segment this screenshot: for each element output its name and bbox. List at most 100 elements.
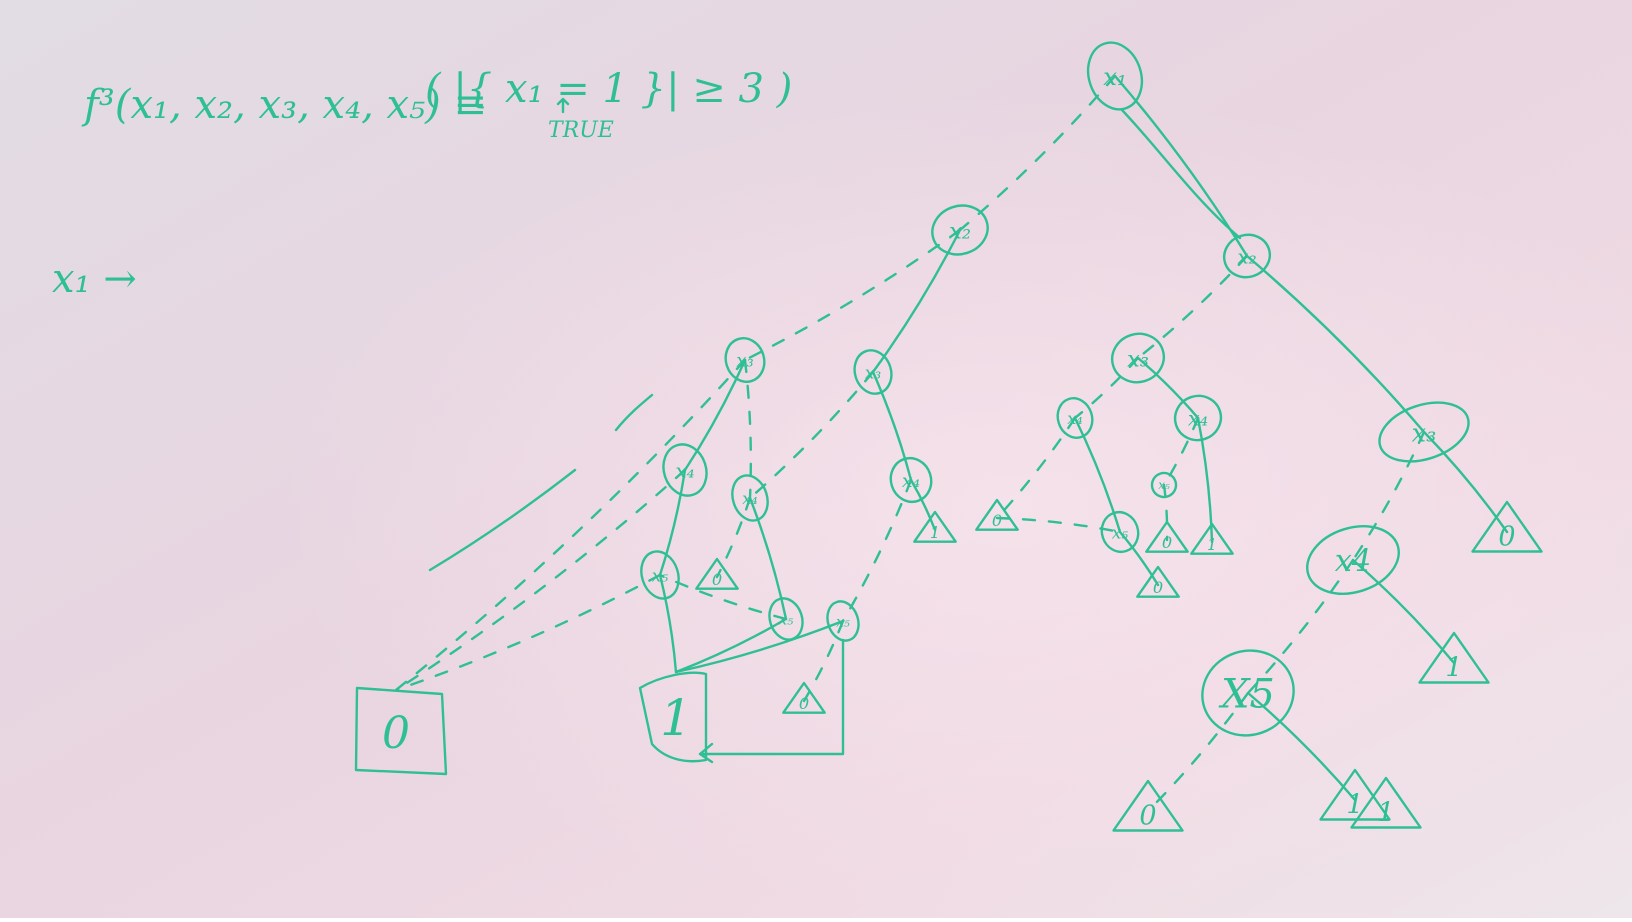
node-l1: x₂ xyxy=(931,204,989,256)
node-label: x₅ xyxy=(779,611,794,629)
node-label: x₁ xyxy=(1103,62,1127,91)
annotation-arrow xyxy=(556,97,570,114)
terminal-leaf-t3: 1 xyxy=(913,510,957,543)
terminal-zero-box: 0 xyxy=(354,686,448,776)
node-outline xyxy=(724,337,766,383)
arrow-into-one-box xyxy=(698,638,845,764)
low-edge-a5-ZERO xyxy=(394,573,662,692)
node-label: x₄ xyxy=(1188,407,1208,431)
node-b5: x₅ xyxy=(826,600,860,642)
side-note: x₁ → xyxy=(52,256,137,302)
terminal-leaf-t9: 1 xyxy=(1418,631,1490,684)
leaf-label: 0 xyxy=(1139,801,1156,832)
low-edge-b5-t2 xyxy=(802,619,845,703)
leaf-label: 1 xyxy=(930,523,940,542)
low-edge-t4-r5a xyxy=(995,516,1122,534)
node-outline xyxy=(1100,510,1140,554)
high-edge-b5-ONE xyxy=(674,619,845,674)
node-label: x₃ xyxy=(1127,346,1149,372)
node-outline xyxy=(1201,649,1295,737)
node-label: x4 xyxy=(1335,544,1371,579)
leaf-label: 0 xyxy=(799,694,809,713)
node-label: x₄ xyxy=(1067,409,1083,428)
high-edge-a4-a5 xyxy=(658,468,687,577)
node-r1: x₂ xyxy=(1222,233,1272,279)
node-outline xyxy=(768,597,804,641)
low-edge-r3-r4a xyxy=(1073,356,1140,420)
high-edge-a-a4 xyxy=(683,358,747,472)
formula-rhs: ( |{ x₁ = 1 }| ≥ 3 ) xyxy=(425,66,792,112)
high-edge-b-b4 xyxy=(871,370,913,482)
leaf-label: 1 xyxy=(1207,535,1217,554)
node-label: x₂ xyxy=(1237,244,1256,268)
high-edge-b4-t3 xyxy=(909,478,937,532)
formula-lhs: f³(x₁, x₂, x₃, x₄, x₅) ≡ xyxy=(81,82,487,128)
terminal-leaf-t6: 0 xyxy=(1145,520,1189,553)
low-edge-a4-ZERO xyxy=(394,468,687,692)
node-root: x₁ xyxy=(1086,41,1144,111)
node-outline xyxy=(1056,397,1094,439)
node-label: x₃ xyxy=(736,351,753,372)
leaf-triangle xyxy=(913,510,957,543)
zero-box-label: 0 xyxy=(382,708,410,759)
node-a: x₃ xyxy=(724,337,766,383)
node-R3: x₃ xyxy=(1378,401,1470,463)
node-label: x₃ xyxy=(1412,418,1437,448)
node-a4b: x₄ xyxy=(731,474,769,522)
high-edge-am5-ONE xyxy=(674,617,788,674)
node-label: x₃ xyxy=(865,363,882,383)
high-edge-r4a-r5a xyxy=(1073,416,1122,534)
node-label: x₄ xyxy=(902,470,920,492)
high-edge-a5-ONE xyxy=(658,573,678,674)
one-box-outline xyxy=(638,671,708,763)
leaf-triangle xyxy=(1471,500,1543,553)
low-edge-r4a-t4 xyxy=(995,416,1077,520)
low-edge-a4b-t1 xyxy=(715,496,752,579)
node-r3: x₃ xyxy=(1110,332,1166,384)
leaf-label: 0 xyxy=(712,570,722,589)
terminal-leaf-t5: 0 xyxy=(1136,565,1180,598)
low-edge-R4-R5 xyxy=(1246,558,1355,695)
node-label: x₅ xyxy=(1112,523,1129,543)
node-r5b: x₅ xyxy=(1150,471,1178,499)
zero-box-outline xyxy=(354,686,448,776)
low-edge-l1-a xyxy=(743,228,962,362)
leaf-label: 1 xyxy=(1445,653,1462,684)
node-outline xyxy=(853,349,893,395)
node-R5: X5 xyxy=(1201,649,1295,737)
leaf-triangle xyxy=(1145,520,1189,553)
leaf-triangle xyxy=(1136,565,1180,598)
node-outline xyxy=(1110,332,1166,384)
node-outline xyxy=(1306,525,1400,595)
node-outline xyxy=(1378,401,1470,463)
node-a5: x₅ xyxy=(640,550,680,600)
high-edge-r3-r4b xyxy=(1136,356,1200,420)
node-label: x₄ xyxy=(675,458,694,482)
node-label: x₅ xyxy=(836,614,850,630)
node-b: x₃ xyxy=(853,349,893,395)
high-edge-r5a-t5 xyxy=(1118,530,1160,587)
node-label: X5 xyxy=(1218,672,1275,718)
root-hi-edge-extra xyxy=(1120,108,1242,240)
leaf-triangle xyxy=(695,557,739,590)
high-edge-r4b-t7 xyxy=(1196,416,1214,544)
node-outline xyxy=(662,443,708,497)
stray-stroke xyxy=(428,468,577,572)
leaf-label: 0 xyxy=(992,511,1002,530)
low-edge-R3-R4 xyxy=(1351,430,1426,562)
node-a4: x₄ xyxy=(662,443,708,497)
node-outline xyxy=(640,550,680,600)
node-r5a: x₅ xyxy=(1100,510,1140,554)
leaf-triangle xyxy=(1112,779,1184,832)
node-label: x₅ xyxy=(652,566,669,586)
leaf-triangle xyxy=(1190,522,1234,555)
leaf-triangle xyxy=(1350,776,1422,829)
leaf-label: 0 xyxy=(1498,522,1515,553)
low-edge-a-ZERO xyxy=(394,358,747,692)
leaf-triangle xyxy=(1418,631,1490,684)
formula-annotation: TRUE xyxy=(548,118,614,143)
node-outline xyxy=(826,600,860,642)
node-outline xyxy=(1173,394,1223,442)
node-r4b: x₄ xyxy=(1173,394,1223,442)
